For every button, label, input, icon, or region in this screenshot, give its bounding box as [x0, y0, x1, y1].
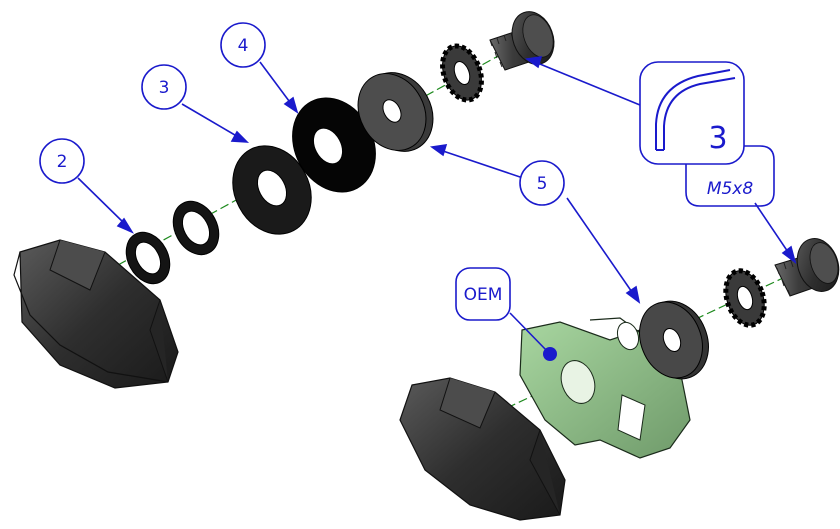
balloon-3-label: 3: [159, 78, 170, 98]
oem-tag: OEM: [455, 267, 511, 321]
upper-flat-washer: [357, 72, 434, 152]
arrowhead-hex-key: [524, 56, 543, 69]
balloon-5: 5: [519, 160, 565, 206]
small-ring-a: [125, 231, 171, 285]
hex-key-size-label: 3: [708, 121, 727, 156]
leader-balloon-3: [181, 103, 241, 139]
arrowhead-screw-size: [781, 245, 797, 265]
balloon-4: 4: [220, 22, 266, 68]
leader-oem: [509, 312, 549, 353]
lower-end-cap: [399, 377, 566, 521]
balloon-2: 2: [39, 138, 85, 184]
lower-screw: [774, 238, 840, 297]
screw-size-tag: M5x8: [685, 145, 775, 207]
upper-lock-washer: [440, 43, 484, 103]
lower-lock-washer: [723, 268, 767, 328]
arrowhead-balloon-4: [283, 96, 299, 114]
arrowhead-balloon-5-lower: [625, 285, 641, 304]
oem-tag-label: OEM: [464, 285, 503, 305]
upper-end-cap: [13, 239, 179, 389]
leader-hex-key: [534, 61, 641, 106]
arrowhead-balloon-3: [230, 130, 250, 143]
small-ring-b: [172, 200, 220, 256]
arrowhead-balloon-2: [116, 217, 135, 234]
balloon-3: 3: [141, 64, 187, 110]
oem-leader-dot: [543, 347, 557, 361]
balloon-2-label: 2: [57, 152, 68, 172]
leader-screw-size: [754, 202, 791, 256]
hex-key-callout: 3: [639, 61, 745, 165]
hex-key-icon: [655, 69, 736, 151]
balloon-5-label: 5: [537, 174, 548, 194]
conical-washer: [232, 145, 312, 235]
screw-size-label: M5x8: [707, 179, 754, 199]
leader-balloon-4: [259, 61, 293, 106]
leader-balloon-5-lower: [566, 197, 635, 296]
leader-balloon-5-upper: [439, 149, 524, 179]
balloon-4-label: 4: [238, 36, 249, 56]
upper-screw: [489, 11, 555, 71]
lower-flat-washer: [639, 300, 709, 380]
arrowhead-balloon-5-upper: [429, 144, 448, 157]
leader-balloon-2: [77, 177, 128, 227]
